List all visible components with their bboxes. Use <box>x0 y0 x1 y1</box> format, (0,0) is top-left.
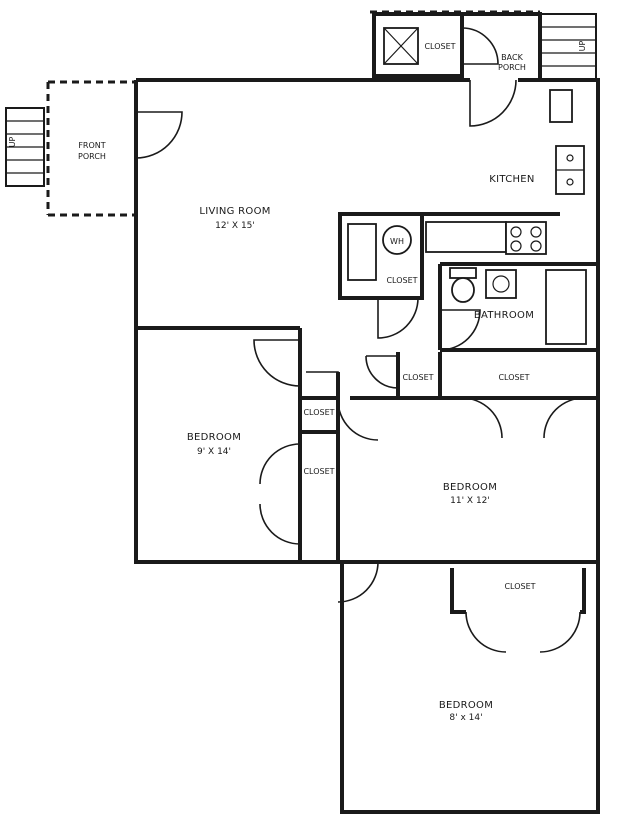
bathroom-label: BATHROOM <box>474 310 534 321</box>
kitchen-label: KITCHEN <box>489 174 534 185</box>
bedroom-bottom-dims: 8' x 14' <box>449 713 482 723</box>
back-porch-label-line1: BACK <box>501 53 523 62</box>
bedroom-center-dims: 11' X 12' <box>450 496 490 506</box>
left-small-closet-label: CLOSET <box>303 408 334 417</box>
bedroom-left-label: BEDROOM <box>187 432 241 443</box>
back-closet-label: CLOSET <box>424 42 455 51</box>
hall-closet-label: CLOSET <box>402 373 433 382</box>
room-labels: LIVING ROOM 12' X 15' KITCHEN BATHROOM C… <box>187 174 536 723</box>
water-heater-label: WH <box>390 237 404 246</box>
front-door <box>135 111 183 159</box>
wh-closet: WH CLOSET <box>347 223 419 339</box>
kitchen-fixtures <box>425 89 585 255</box>
bathtub <box>545 269 587 345</box>
kitchen-counter <box>425 221 507 253</box>
outer-walls <box>134 78 600 814</box>
toilet-tank <box>449 267 477 279</box>
bedroom-left-dims: 9' X 14' <box>197 447 231 457</box>
water-heater <box>382 225 412 255</box>
bathroom-sink <box>485 269 517 299</box>
doors <box>253 339 585 653</box>
wh-closet-label: CLOSET <box>386 276 417 285</box>
back-door <box>469 79 517 127</box>
front-porch-label-line2: PORCH <box>78 152 106 161</box>
front-stair-label: UP <box>8 136 17 147</box>
toilet <box>451 277 475 303</box>
bottom-closet-label: CLOSET <box>504 582 535 591</box>
bedroom-center-label: BEDROOM <box>443 482 497 493</box>
center-closet-label: CLOSET <box>498 373 529 382</box>
back-porch-area: UP CLOSET BACK PORCH <box>370 10 597 82</box>
living-room-label: LIVING ROOM <box>199 206 270 217</box>
front-porch: UP FRONT PORCH <box>5 80 135 217</box>
back-stair-label: UP <box>578 40 587 51</box>
front-porch-label-line1: FRONT <box>78 141 105 150</box>
front-steps <box>5 107 45 187</box>
kitchen-stove <box>505 221 547 255</box>
bathroom-fixtures <box>439 267 587 351</box>
refrigerator <box>549 89 573 123</box>
living-room-dims: 12' X 15' <box>215 221 255 231</box>
bedroom-bottom-label: BEDROOM <box>439 700 493 711</box>
back-steps <box>539 13 597 81</box>
left-large-closet-label: CLOSET <box>303 467 334 476</box>
back-porch-label-line2: PORCH <box>498 63 526 72</box>
